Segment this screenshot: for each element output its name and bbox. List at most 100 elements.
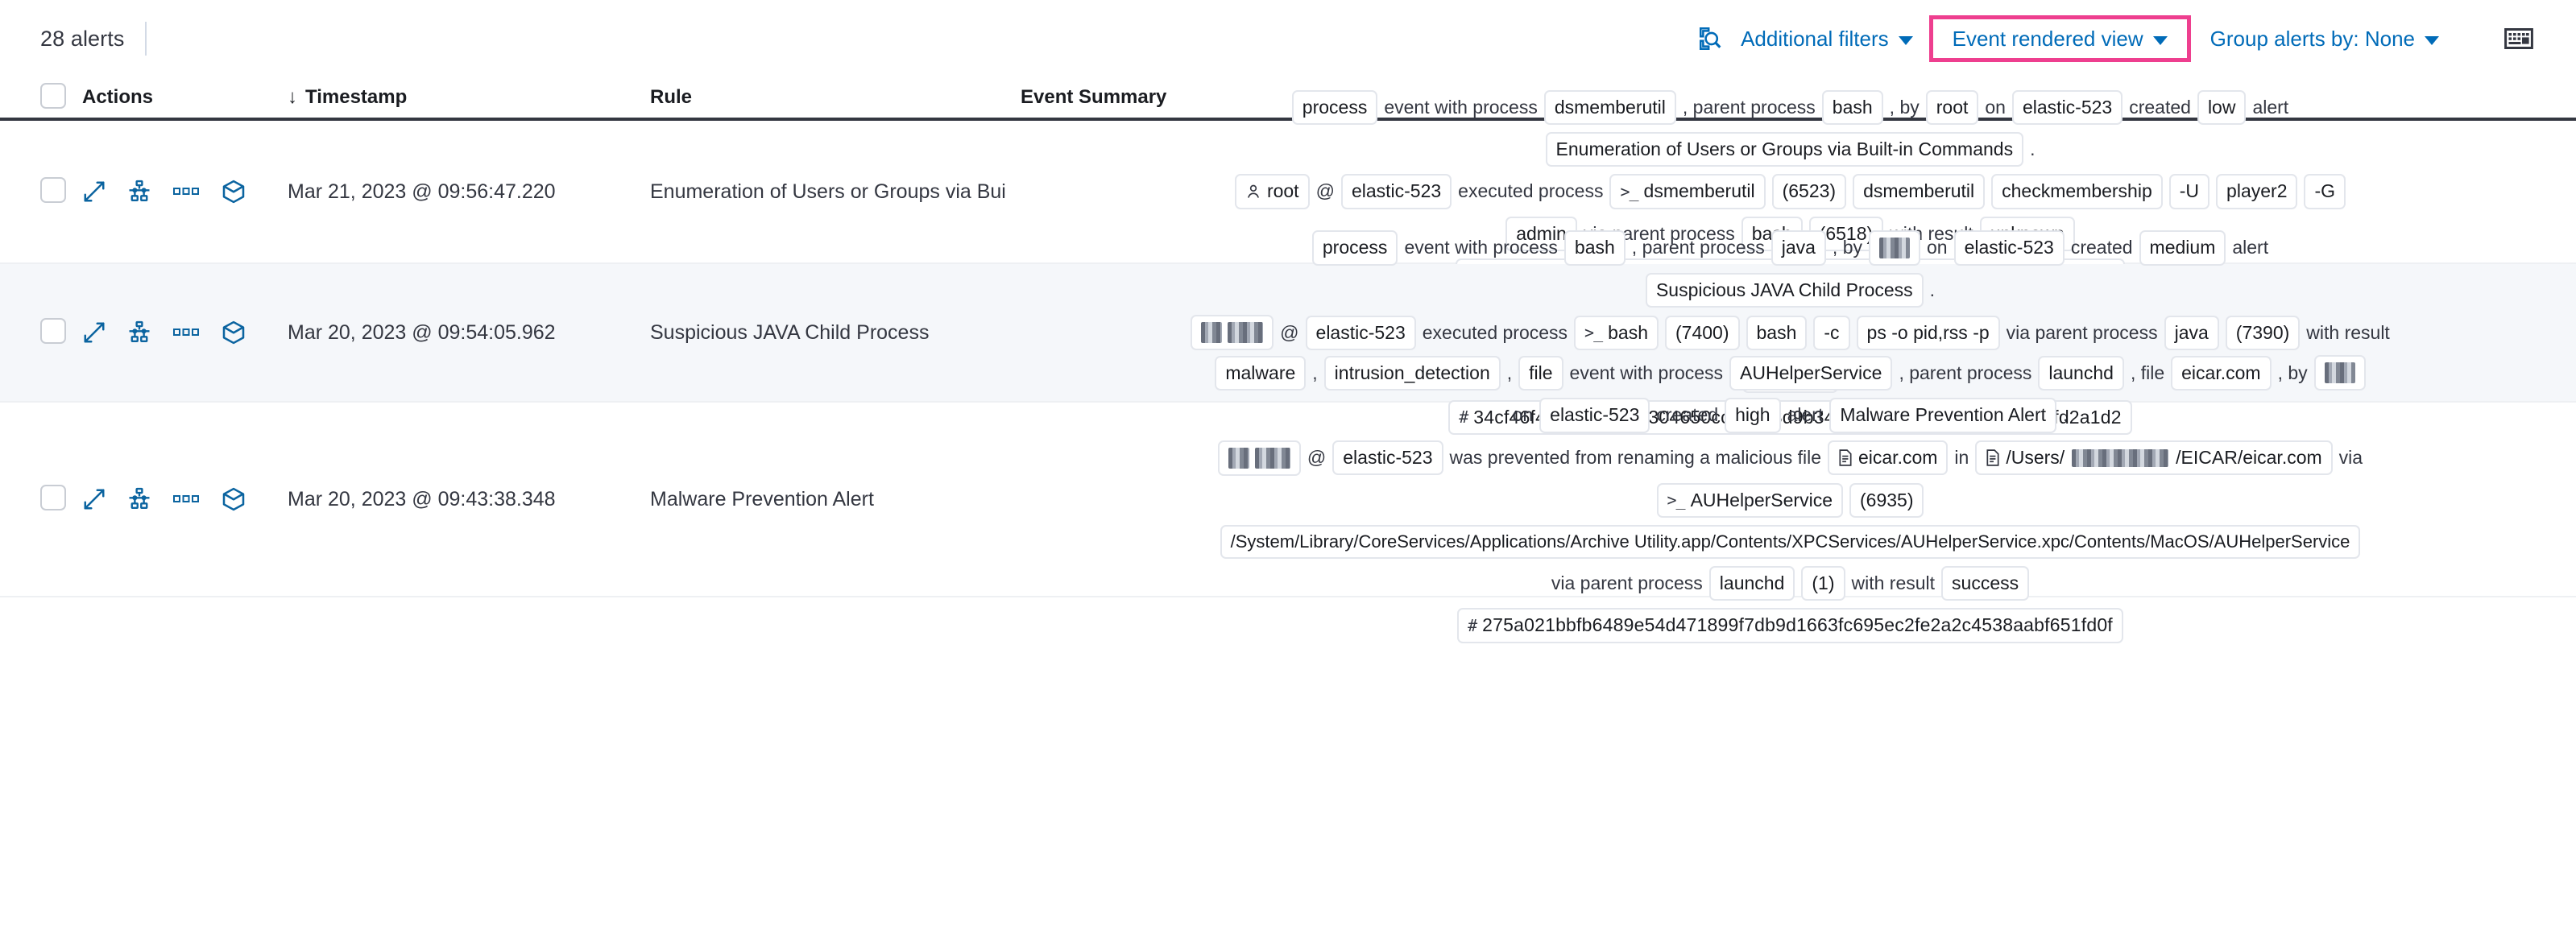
chip-elastic-523[interactable]: elastic-523 [1305,315,1416,350]
keyboard-shortcuts-button[interactable] [2500,20,2537,57]
chip-ps-o-pid-rss-p[interactable]: ps -o pid,rss -p [1856,315,2000,350]
chip-elastic-523[interactable]: elastic-523 [1332,440,1443,476]
chip--7400-[interactable]: (7400) [1665,315,1740,350]
row-rule-name[interactable]: Suspicious JAVA Child Process [650,320,930,344]
chip-launchd[interactable]: launchd [2038,355,2124,391]
chip-elastic-523[interactable]: elastic-523 [1953,230,2065,266]
inspect-icon[interactable] [1692,20,1729,57]
chip-bash[interactable]: bash [1563,230,1626,266]
chip-auhelperservice[interactable]: AUHelperService [1729,355,1893,391]
summary-text: event with process [1384,96,1538,118]
chip-process-AUHelperService[interactable]: >_AUHelperService [1656,482,1843,518]
column-header-timestamp[interactable]: ↓ Timestamp [288,86,650,109]
chip-player2[interactable]: player2 [2216,174,2298,209]
group-alerts-by-button[interactable]: Group alerts by: None [2199,20,2450,58]
more-actions-icon[interactable] [172,184,200,199]
session-view-icon[interactable] [221,486,246,512]
column-header-actions[interactable]: Actions [82,86,154,108]
chip-bash[interactable]: bash [1746,315,1808,350]
summary-text: @ [1307,446,1327,468]
event-rendered-view-button[interactable]: Event rendered view [1941,20,2179,58]
chip-medium[interactable]: medium [2139,230,2226,266]
chip-root[interactable]: root [1925,89,1979,126]
chip-elastic-523[interactable]: elastic-523 [1539,398,1650,433]
session-view-icon[interactable] [221,179,246,205]
row-select-checkbox[interactable] [40,317,66,344]
more-actions-icon[interactable] [172,492,200,506]
chip-user-redacted[interactable] [2313,355,2366,391]
summary-text: via parent process [1551,572,1703,594]
expand-icon[interactable] [82,320,106,345]
chip-user-root[interactable]: root [1234,174,1310,209]
chip-user-redacted[interactable] [1191,315,1274,351]
summary-text: , file [2130,362,2165,383]
chip-label: dsmemberutil [1643,180,1755,202]
chip-bash[interactable]: bash [1821,89,1883,126]
chip-intrusion-detection[interactable]: intrusion_detection [1323,355,1501,391]
chip-success[interactable]: success [1941,566,2030,601]
chip-dsmemberutil[interactable]: dsmemberutil [1853,174,1986,209]
chip--g[interactable]: -G [2304,174,2346,209]
chip-checkmembership[interactable]: checkmembership [1991,174,2163,209]
chip-elastic-523[interactable]: elastic-523 [2011,89,2123,126]
summary-text: on [1985,96,2006,118]
summary-text: event with process [1404,237,1558,258]
chip-process[interactable]: process [1311,230,1398,266]
user-icon [1245,184,1261,200]
row-select-checkbox[interactable] [40,176,66,203]
row-select-checkbox[interactable] [40,484,66,510]
column-header-rule[interactable]: Rule [650,86,693,108]
chip-java[interactable]: java [1770,230,1826,266]
chip-file-path-redacted[interactable]: /Users//EICAR/eicar.com [1975,440,2333,476]
chevron-down-icon [2425,35,2439,45]
chip--u[interactable]: -U [2168,174,2210,209]
chip-low[interactable]: low [2197,89,2247,126]
chip-user-redacted[interactable] [1869,230,1920,267]
chip-event-hash[interactable]: #275a021bbfb6489e54d471899f7db9d1663fc69… [1457,608,2123,643]
more-actions-icon[interactable] [172,325,200,340]
chip-elastic-523[interactable]: elastic-523 [1340,174,1452,209]
analyze-event-icon[interactable] [127,487,151,511]
column-header-event-summary[interactable]: Event Summary [1021,86,1167,108]
chip-file-eicar.com[interactable]: eicar.com [1827,440,1949,476]
session-view-icon[interactable] [221,320,246,345]
chip-process-bash[interactable]: >_bash [1574,315,1659,350]
chip-executable-path[interactable]: /System/Library/CoreServices/Application… [1220,524,2361,560]
chip-malware-prevention-alert[interactable]: Malware Prevention Alert [1829,398,2057,433]
chip-process[interactable]: process [1291,89,1378,126]
redacted-value [1228,322,1264,344]
chip--7390-[interactable]: (7390) [2225,315,2301,350]
alerts-count: 28 alerts [40,26,125,51]
summary-text: in [1954,446,1969,468]
chip-user-redacted[interactable] [1217,440,1301,476]
select-all-checkbox[interactable] [40,82,66,109]
chip-high[interactable]: high [1725,398,1781,433]
chip--6935-[interactable]: (6935) [1849,482,1924,518]
chip--c[interactable]: -c [1813,315,1850,350]
analyze-event-icon[interactable] [127,320,151,345]
analyze-event-icon[interactable] [127,180,151,204]
chip-process-dsmemberutil[interactable]: >_dsmemberutil [1609,174,1766,209]
chip--1-[interactable]: (1) [1801,566,1845,601]
summary-text: . [2063,404,2069,426]
chip-dsmemberutil[interactable]: dsmemberutil [1543,89,1676,126]
chip-suspicious-java-child-process[interactable]: Suspicious JAVA Child Process [1645,273,1924,308]
expand-icon[interactable] [82,487,106,511]
chip-malware[interactable]: malware [1215,355,1307,391]
chip-file[interactable]: file [1518,355,1563,391]
summary-text: , by [2277,362,2308,383]
chip-launchd[interactable]: launchd [1708,566,1795,601]
row-rule-name[interactable]: Enumeration of Users or Groups via Bui [650,180,1006,203]
expand-icon[interactable] [82,180,106,204]
chip-eicar-com[interactable]: eicar.com [2171,355,2272,391]
chip-enumeration-of-users-or-groups-via-built[interactable]: Enumeration of Users or Groups via Built… [1545,132,2024,167]
keyboard-icon [2504,28,2533,49]
row-rule-name[interactable]: Malware Prevention Alert [650,487,874,510]
chip-java[interactable]: java [2164,315,2219,350]
chip--6523-[interactable]: (6523) [1771,174,1847,209]
additional-filters-button[interactable]: Additional filters [1729,20,1924,58]
